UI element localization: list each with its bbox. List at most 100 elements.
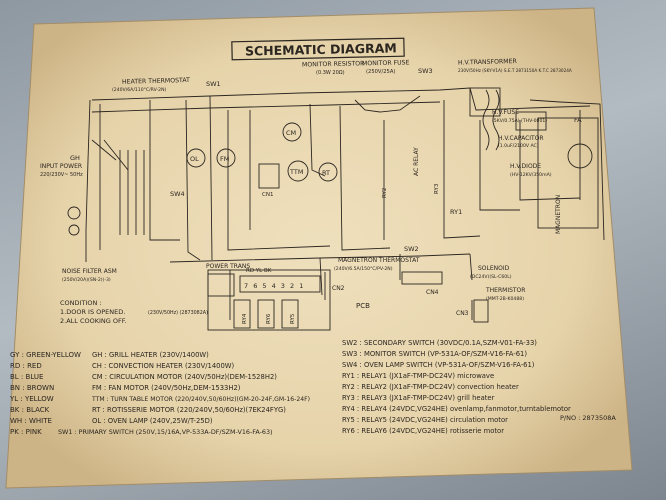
legend-part-ttm: TTM : TURN TABLE MOTOR (220/240V,50/60Hz… [91, 396, 310, 403]
thermistor-rating: (MMT-2B-K0488) [486, 296, 524, 302]
condition-line-3: 2.ALL COOKING OFF. [60, 317, 127, 325]
rt-label: RT [322, 169, 330, 177]
power-trans-rating: (230V/50Hz) (2873082A) [148, 310, 208, 316]
hv-fuse-label: H.V.FUSE [492, 109, 519, 116]
cn4-label: CN4 [426, 289, 439, 296]
wiring [85, 87, 605, 320]
gh-label: GH [70, 154, 80, 162]
power-trans-label: POWER TRANS [206, 263, 250, 270]
ry6-label: RY6 [266, 313, 272, 324]
legend-color-bl: BL : BLUE [10, 373, 43, 381]
thermistor-label: THERMISTOR [485, 287, 525, 294]
legend-part-ry5: RY5 : RELAY5 (24VDC,VG24HE) circulation … [342, 416, 508, 424]
ry2-label: RY2 [382, 188, 388, 198]
legend-part-gh: GH : GRILL HEATER (230V/1400W) [92, 351, 209, 359]
ry3-label: RY3 [434, 183, 440, 194]
legend-color-yl: YL : YELLOW [9, 395, 54, 403]
cn1-label: CN1 [262, 192, 273, 198]
fa-fan-symbol [567, 143, 593, 169]
fa-label: FA [574, 116, 582, 124]
component-symbols [67, 122, 593, 331]
diagram-title: SCHEMATIC DIAGRAM [245, 40, 397, 58]
cn2-label: CN2 [332, 285, 345, 292]
cn1-block [258, 163, 280, 189]
resistor-rating: (0.3W 20Ω) [316, 70, 345, 76]
ry5-label: RY5 [290, 313, 296, 324]
legend-part-sw3: SW3 : MONITOR SWITCH (VP-531A-OF/SZM-V16… [342, 350, 527, 358]
sw3-label: SW3 [418, 67, 433, 75]
sw1-label: SW1 [206, 80, 221, 88]
cm-motor-symbol [282, 122, 302, 142]
magnetron-thermostat-label: MAGNETRON THERMOSTAT [338, 257, 420, 264]
hv-diode-rating: (HV-12KV/350mA) [510, 172, 552, 178]
solenoid-label: SOLENOID [478, 265, 510, 272]
ol-label: OL [190, 155, 199, 163]
ry4-label: RY4 [242, 313, 248, 324]
paper-sheet [5, 7, 633, 489]
input-plug-symbol [67, 206, 81, 220]
parts-legend-right: SW2 : SECONDARY SWITCH (30VDC/0.1A,SZM-V… [342, 339, 571, 435]
monitor-fuse-label: MONITOR FUSE [362, 59, 410, 67]
title-box [231, 37, 405, 61]
n-terminal-symbol [68, 224, 80, 236]
cm-label: CM [286, 129, 296, 137]
fm-label: FM [220, 155, 229, 163]
parts-legend-left: GH : GRILL HEATER (230V/1400W) CH : CONV… [58, 351, 310, 436]
input-power-label: INPUT POWER [40, 163, 82, 170]
rt-motor-symbol [318, 162, 338, 182]
legend-color-bk: BK : BLACK [10, 406, 50, 414]
ttm-motor-symbol [287, 160, 309, 182]
legend-part-ry2: RY2 : RELAY2 (JX1aF-TMP-DC24V) convectio… [342, 383, 519, 391]
legend-color-gy: GY : GREEN-YELLOW [10, 351, 81, 359]
monitor-fuse-rating: (250V/25A) [366, 69, 395, 75]
legend-color-bn: BN : BROWN [10, 384, 54, 392]
hv-diode-label: H.V.DIODE [510, 163, 541, 170]
hv-capacitor-label: H.V.CAPACITOR [498, 135, 544, 142]
pcb-board [207, 269, 331, 331]
magnetron-thermostat-rating: (240V/6.5A/150°C/PV-2N) [334, 266, 393, 272]
heater-thermostat-rating: (240V/6A/110°C/RV-2N) [112, 87, 167, 93]
thermistor-block [473, 299, 489, 323]
legend-part-ry6: RY6 : RELAY6 (24VDC,VG24HE) rotisserie m… [342, 427, 504, 435]
legend-part-sw1: SW1 : PRIMARY SWITCH (250V,15/16A,VP-533… [58, 428, 273, 436]
hv-transformer-label: H.V.TRANSFORMER [458, 58, 518, 67]
noise-filter-label: NOISE FILTER ASM [62, 268, 117, 275]
ol-lamp-symbol [186, 148, 206, 168]
legend-part-ol: OL : OVEN LAMP (240V,25W/T-25D) [92, 417, 213, 425]
legend-part-ry4: RY4 : RELAY4 (24VDC,VG24HE) ovenlamp,fan… [342, 405, 571, 413]
hv-capacitor-rating: (1.0uF/2100V AC) [498, 143, 539, 149]
hv-fuse-rating: (5KV/0.75A) (THV-0801) [492, 118, 547, 124]
mid-labels: INPUT POWER 220/230V~ 50Hz H.V.FUSE (5KV… [40, 109, 582, 317]
condition-line-2: 1.DOOR IS OPENED. [60, 308, 125, 316]
monitor-resistor-label: MONITOR RESISTOR [302, 60, 365, 68]
legend-part-ch: CH : CONVECTION HEATER (230V/1400W) [92, 362, 235, 370]
legend-part-sw2: SW2 : SECONDARY SWITCH (30VDC/0.1A,SZM-V… [342, 339, 537, 347]
relay-ry4 [233, 299, 251, 329]
legend-color-pk: PK : PINK [10, 428, 42, 436]
legend-part-cm: CM : CIRCULATION MOTOR (240V/50Hz)(DEM-1… [92, 373, 277, 381]
input-power-rating: 220/230V~ 50Hz [40, 172, 83, 178]
transformer-spec: 230V/50Hz (SKY-V1A) S.E.T 2873150A K.T.C… [458, 68, 572, 73]
relay-ry6 [257, 299, 275, 329]
sw2-label: SW2 [404, 245, 419, 253]
ac-relay-label: AC RELAY [413, 147, 420, 176]
part-number: P/NO : 2873508A [560, 414, 616, 422]
component-labels: CM TTM RT FM GH OL RY4 RY6 RY5 RY1 RY3 R… [70, 129, 462, 324]
cn4-block [401, 271, 443, 285]
condition-note: CONDITION : 1.DOOR IS OPENED. 2.ALL COOK… [60, 299, 127, 325]
ttm-label: TTM [289, 168, 303, 176]
cn2-pin-block [239, 275, 321, 293]
legend-color-rd: RD : RED [10, 362, 42, 370]
heater-thermostat-label: HEATER THERMOSTAT [122, 77, 190, 86]
cn3-label: CN3 [456, 310, 469, 317]
ry1-label: RY1 [450, 208, 462, 216]
relay-ry5 [281, 299, 299, 329]
legend-part-rt: RT : ROTISSERIE MOTOR (220/240V,50/60Hz)… [92, 406, 286, 414]
legend-color-wh: WH : WHITE [10, 417, 52, 425]
fm-motor-symbol [216, 148, 236, 168]
legend-part-ry3: RY3 : RELAY3 (JX1aF-TMP-DC24V) grill hea… [342, 394, 495, 402]
legend-part-sw4: SW4 : OVEN LAMP SWITCH (VP-531A-OF/SZM-V… [342, 361, 535, 369]
magnetron-label: MAGNETRON [555, 195, 562, 234]
